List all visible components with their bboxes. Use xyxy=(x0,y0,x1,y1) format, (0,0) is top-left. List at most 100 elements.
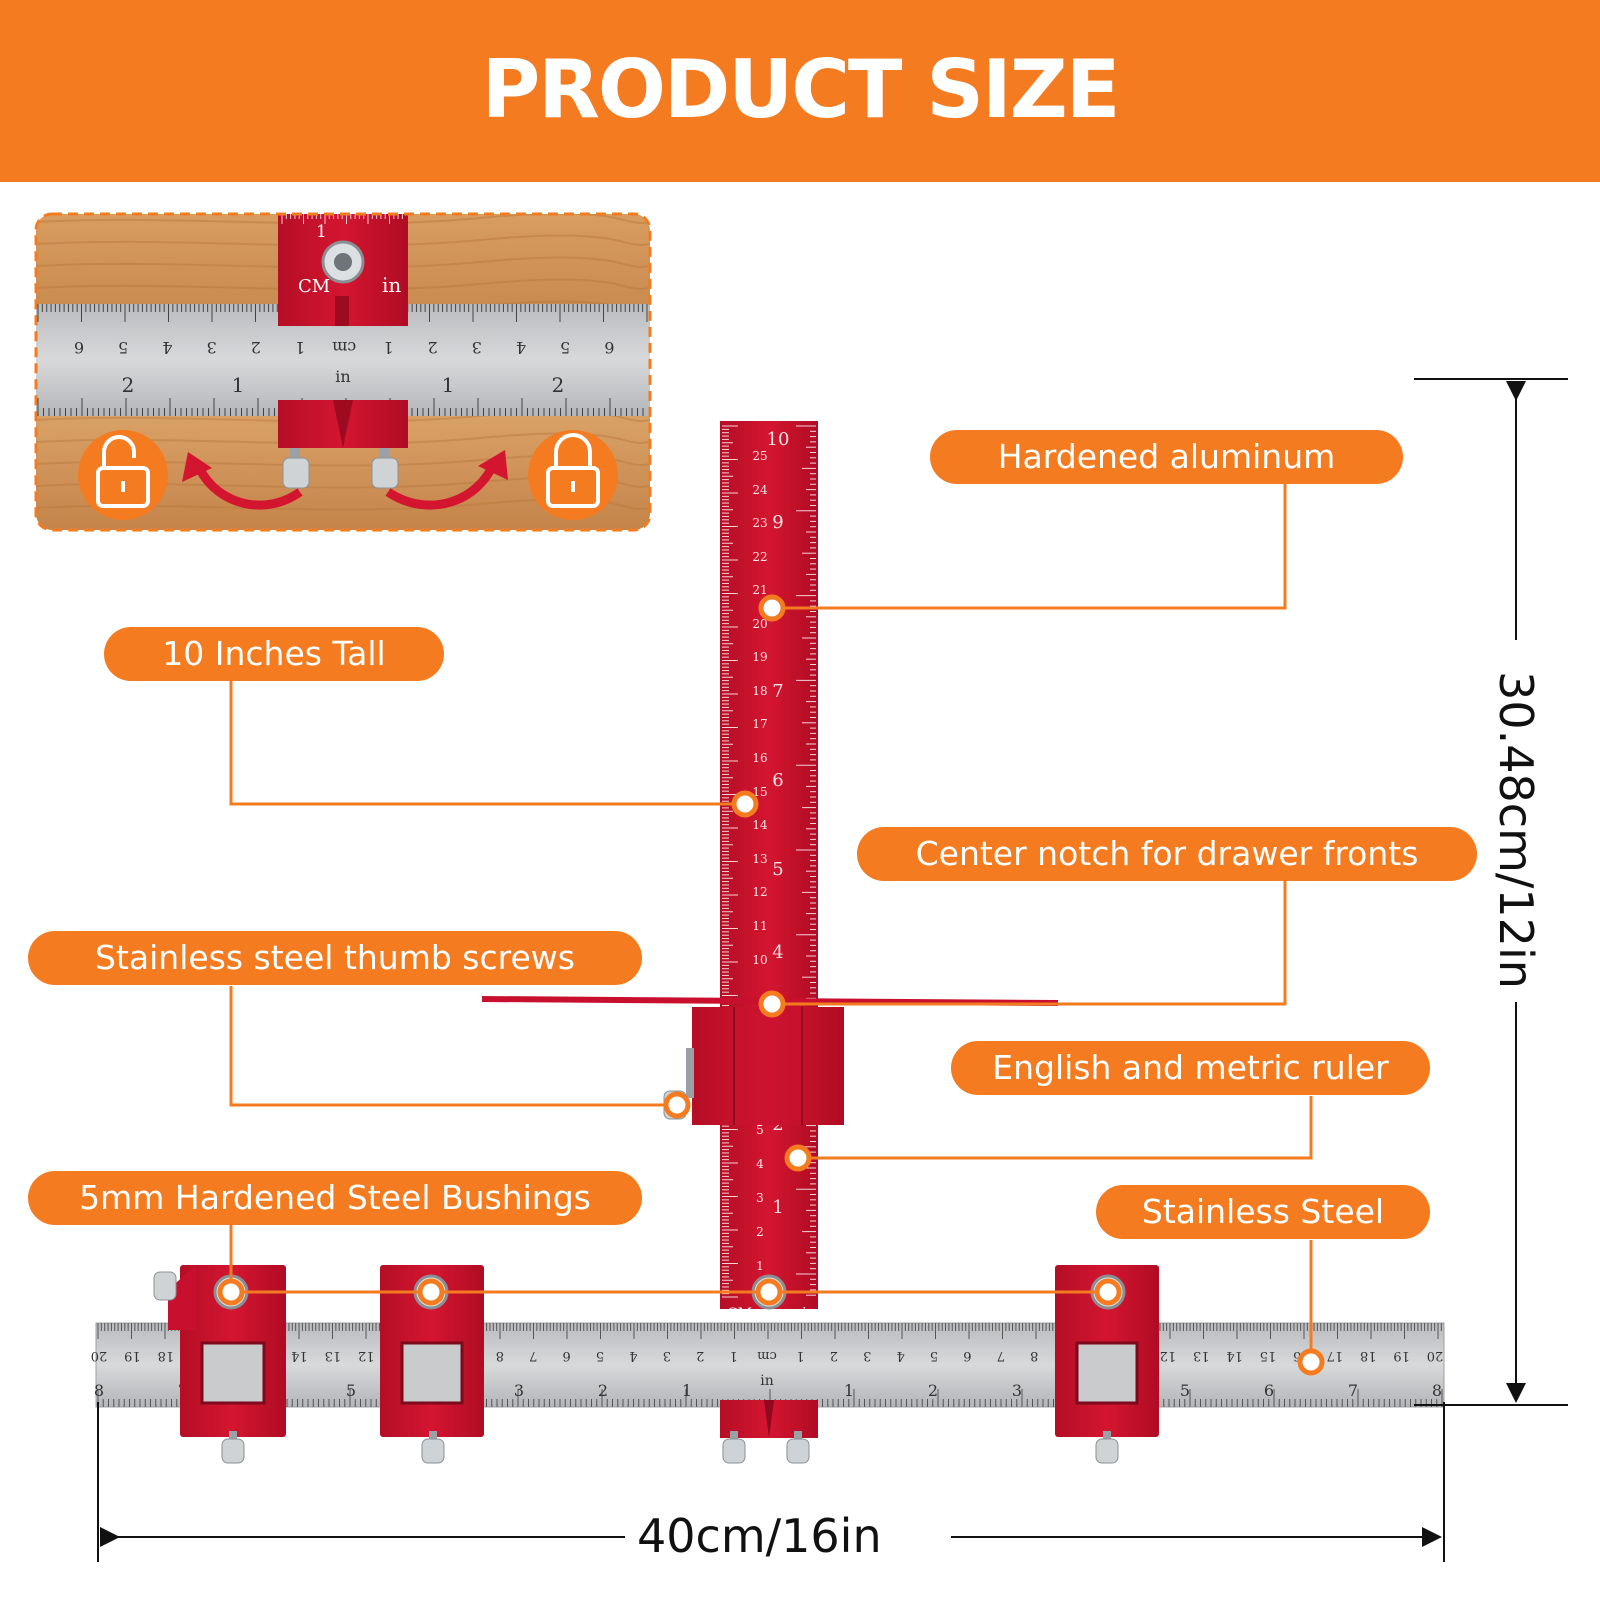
inset-in-tick-label: in xyxy=(335,367,350,386)
thumb-screw xyxy=(153,1271,177,1301)
callout-10-inches-tall: 10 Inches Tall xyxy=(104,627,444,681)
base-cm-tick-label: 1 xyxy=(729,1348,737,1363)
base-cm-tick-label: 8 xyxy=(496,1348,504,1363)
base-in-tick-label: 5 xyxy=(346,1381,356,1400)
vertical-aluminum-ruler xyxy=(720,421,818,1309)
base-cm-tick-label: 5 xyxy=(596,1348,604,1363)
vertical-cm-tick-label: 16 xyxy=(752,751,767,765)
base-cm-tick-label: 13 xyxy=(1193,1348,1210,1363)
leader-dot xyxy=(1094,1278,1122,1306)
lock-icon xyxy=(528,430,618,520)
base-cm-tick-label: 18 xyxy=(158,1348,175,1363)
inset-cm-tick-label: 4 xyxy=(516,338,526,357)
base-in-tick-label: 3 xyxy=(1012,1381,1022,1400)
vertical-cm-tick-label: 20 xyxy=(752,617,767,631)
vertical-cm-tick-label: 23 xyxy=(752,516,767,530)
vertical-cm-tick-label: 5 xyxy=(756,1123,764,1137)
vertical-cm-tick-label: 25 xyxy=(752,449,767,463)
leader-dot xyxy=(784,1144,812,1172)
inset-block-in-label: in xyxy=(382,273,401,297)
base-cm-tick-label: 6 xyxy=(963,1348,971,1363)
inset-in-tick-label: 2 xyxy=(552,373,565,397)
header-banner: PRODUCT SIZE xyxy=(0,0,1600,182)
vertical-cm-tick-label: 21 xyxy=(752,583,767,597)
inset-cm-tick-label: 6 xyxy=(604,338,614,357)
page-title: PRODUCT SIZE xyxy=(481,43,1121,136)
unlock-icon xyxy=(78,430,168,520)
base-in-tick-label: 7 xyxy=(1348,1381,1358,1400)
base-cm-tick-label: 14 xyxy=(291,1348,308,1363)
vertical-cm-tick-label: 2 xyxy=(756,1225,764,1239)
base-in-tick-label: 1 xyxy=(844,1381,854,1400)
base-cm-tick-label: 19 xyxy=(1393,1348,1410,1363)
base-cm-tick-label: 5 xyxy=(930,1348,938,1363)
vertical-in-tick-label: 10 xyxy=(767,429,790,450)
callout-english-metric-ruler: English and metric ruler xyxy=(951,1041,1430,1095)
vertical-cm-tick-label: 17 xyxy=(752,717,767,731)
leader-dot xyxy=(417,1278,445,1306)
base-cm-tick-label: 7 xyxy=(529,1348,537,1363)
inset-thumb-screw-left xyxy=(282,448,310,489)
vertical-in-tick-label: 9 xyxy=(772,512,783,533)
vertical-in-tick-label: 4 xyxy=(772,942,783,963)
vertical-in-tick-label: 5 xyxy=(772,859,783,880)
base-cm-tick-label: 4 xyxy=(896,1348,904,1363)
callout-hardened-bushings: 5mm Hardened Steel Bushings xyxy=(28,1171,642,1225)
dimension-lines xyxy=(97,378,1568,1562)
base-cm-tick-label: 8 xyxy=(1030,1348,1038,1363)
thumb-screw xyxy=(722,1431,746,1464)
leader-dot xyxy=(731,790,759,818)
callout-thumb-screws: Stainless steel thumb screws xyxy=(28,931,642,985)
inset-cm-tick-label: 3 xyxy=(472,338,482,357)
leader-dots xyxy=(217,594,1325,1376)
stop-block xyxy=(1055,1265,1159,1437)
base-in-tick-label: 3 xyxy=(514,1381,524,1400)
vertical-cm-tick-label: 19 xyxy=(752,650,767,664)
vertical-cm-tick-label: 15 xyxy=(752,785,767,799)
stop-block xyxy=(180,1265,286,1437)
callout-center-notch: Center notch for drawer fronts xyxy=(857,827,1477,881)
vertical-foot-in-label: in xyxy=(802,1304,817,1322)
base-in-tick-label: 6 xyxy=(1264,1381,1274,1400)
base-in-tick-label: 8 xyxy=(94,1381,104,1400)
inset-cm-tick-label: cm xyxy=(332,338,356,357)
leader-dot xyxy=(1297,1348,1325,1376)
base-in-center-label: in xyxy=(760,1373,774,1389)
vertical-cm-tick-label: 10 xyxy=(752,953,767,967)
base-cm-tick-label: 20 xyxy=(1427,1348,1444,1363)
inset-cm-tick-label: 1 xyxy=(295,338,305,357)
base-cm-tick-label: 13 xyxy=(325,1348,342,1363)
leader-dot xyxy=(663,1091,691,1119)
base-cm-tick-label: 2 xyxy=(830,1348,838,1363)
base-cm-tick-label: 19 xyxy=(124,1348,141,1363)
stop-block xyxy=(380,1265,484,1437)
inset-in-tick-label: 1 xyxy=(232,373,245,397)
vertical-cm-tick-label: 14 xyxy=(752,818,768,832)
leader-dot xyxy=(217,1278,245,1306)
base-in-tick-label: 2 xyxy=(928,1381,938,1400)
base-cm-tick-label: 2 xyxy=(696,1348,704,1363)
stop-block-flip-tab xyxy=(168,1265,196,1330)
inset-in-tick-label: 2 xyxy=(122,373,135,397)
width-dimension-label: 40cm/16in xyxy=(625,1508,894,1564)
base-cm-tick-label: 12 xyxy=(358,1348,375,1363)
inset-arrow-left xyxy=(192,460,303,510)
base-cm-tick-label: 18 xyxy=(1360,1348,1377,1363)
base-cm-tick-label: 3 xyxy=(863,1348,871,1363)
height-dimension-label: 30.48cm/12in xyxy=(1488,659,1544,1001)
vertical-cm-tick-label: 13 xyxy=(752,852,767,866)
inset-cm-tick-label: 2 xyxy=(428,338,438,357)
inset-cm-tick-label: 1 xyxy=(383,338,393,357)
base-in-tick-label: 5 xyxy=(1180,1381,1190,1400)
thumb-screw xyxy=(421,1431,445,1464)
base-in-tick-label: 1 xyxy=(682,1381,692,1400)
base-cm-tick-label: 1 xyxy=(796,1348,804,1363)
vertical-cm-tick-label: 24 xyxy=(752,483,768,497)
thumb-screw xyxy=(1095,1431,1119,1464)
thumb-screw xyxy=(786,1431,810,1464)
base-cm-tick-label: 6 xyxy=(562,1348,570,1363)
inset-in-tick-label: 1 xyxy=(442,373,455,397)
inset-block-top-num: 1 xyxy=(316,222,327,242)
inset-cm-tick-label: 5 xyxy=(118,338,128,357)
